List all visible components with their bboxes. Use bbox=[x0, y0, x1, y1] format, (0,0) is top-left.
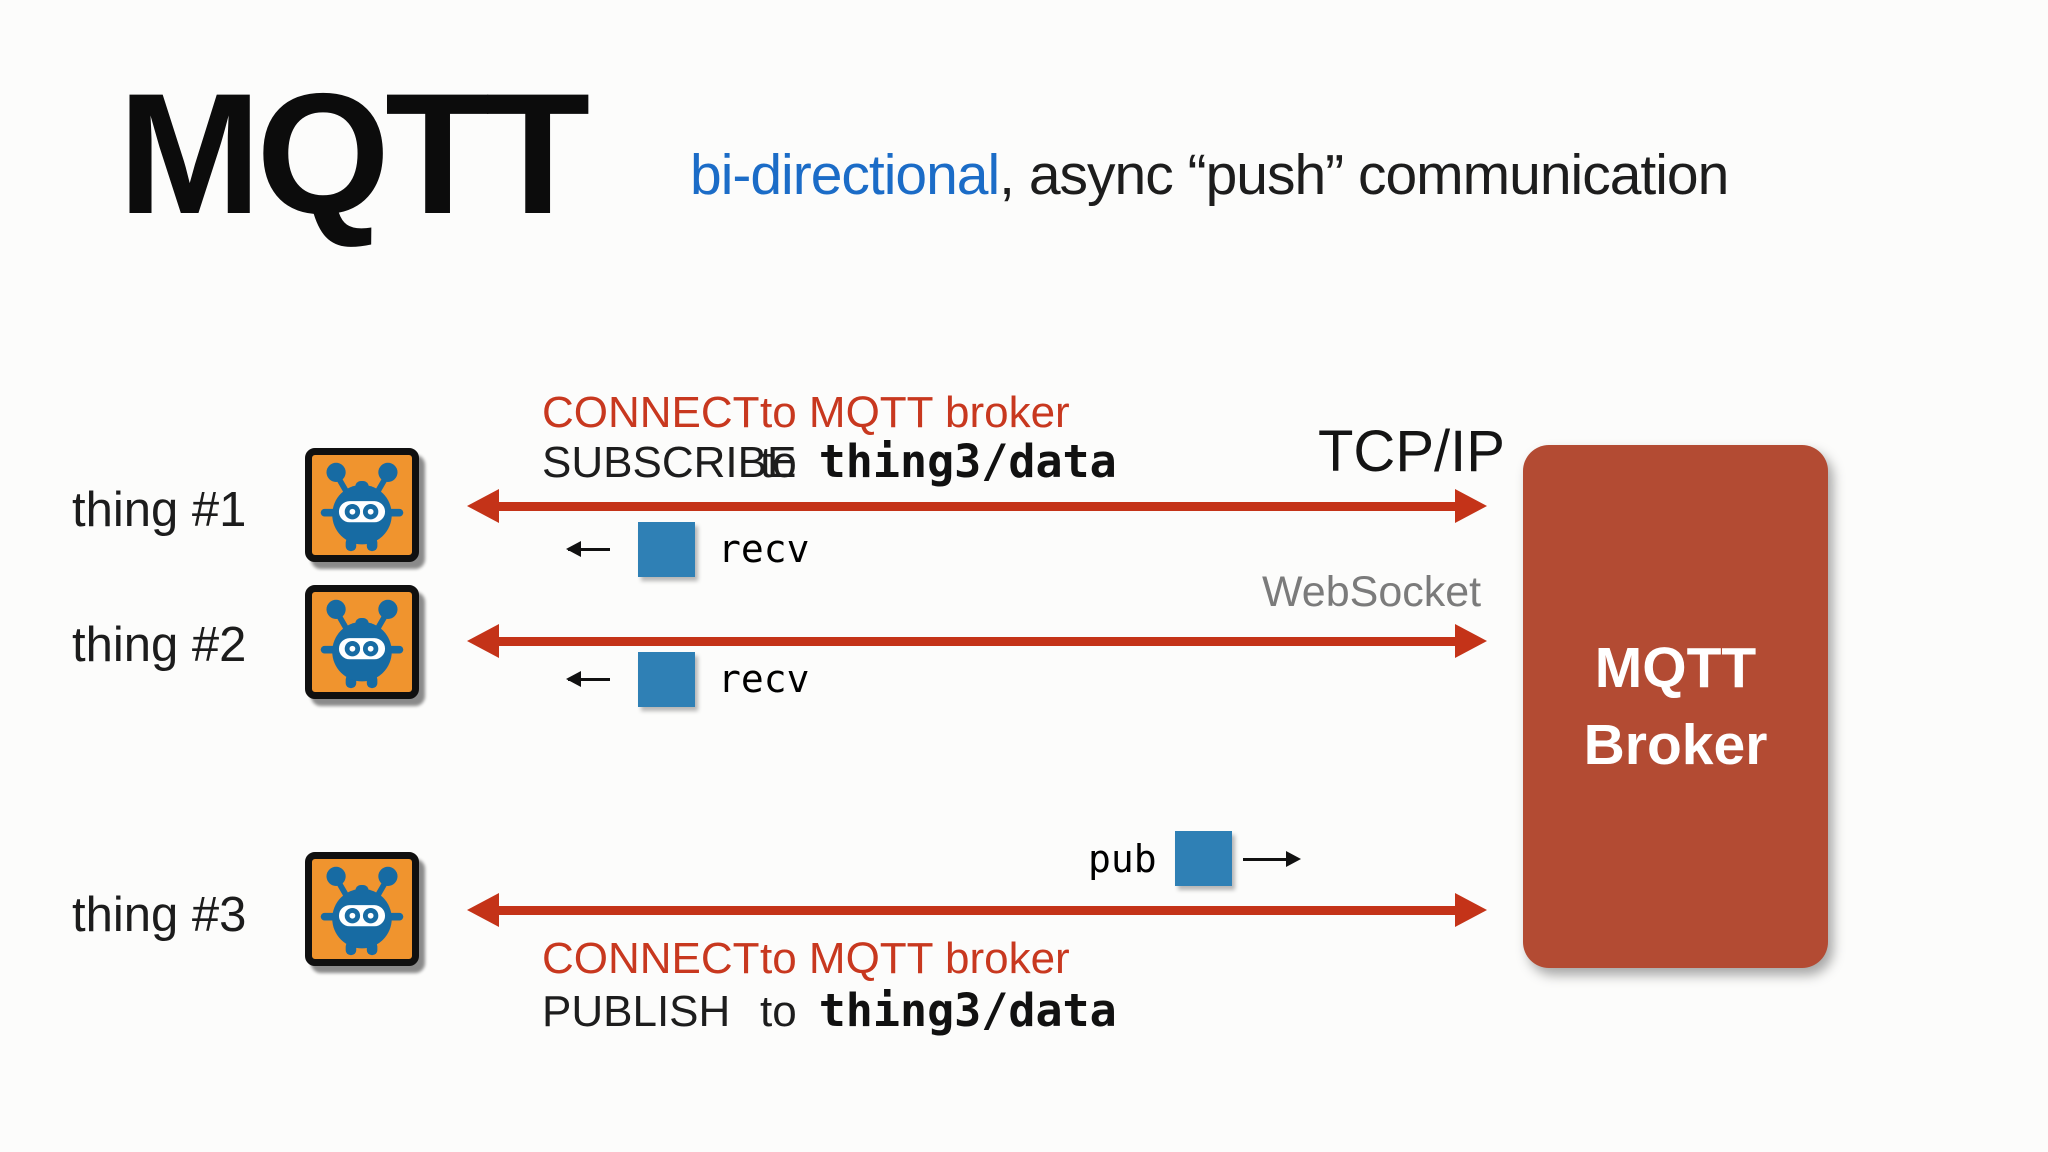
publish-flow-line2: PUBLISH to thing3/data bbox=[542, 984, 1117, 1037]
connect-target: to MQTT broker bbox=[760, 934, 1070, 983]
thing2-label: thing #2 bbox=[72, 618, 247, 672]
arrow-line bbox=[568, 677, 610, 681]
pub-arrow-icon bbox=[1243, 850, 1301, 868]
robot-icon bbox=[314, 594, 410, 690]
page-subtitle: bi-directional, async “push” communicati… bbox=[690, 142, 1729, 208]
subtitle-highlight: bi-directional bbox=[690, 143, 1000, 207]
robot-icon bbox=[305, 585, 419, 699]
subscribe-prep: to bbox=[760, 438, 797, 487]
robot-icon bbox=[305, 852, 419, 966]
mqtt-broker-box: MQTT Broker bbox=[1523, 445, 1828, 968]
page-title: MQTT bbox=[118, 58, 590, 250]
subtitle-rest: , async “push” communication bbox=[999, 143, 1729, 207]
recv-arrow-icon bbox=[566, 670, 624, 688]
robot-icon bbox=[314, 861, 410, 957]
recv-arrow-icon bbox=[566, 540, 624, 558]
arrow-shaft bbox=[493, 501, 1461, 511]
connect-verb: CONNECT bbox=[542, 388, 760, 437]
subscribe-flow-line1: CONNECTto MQTT broker bbox=[542, 388, 1070, 438]
publish-verb: PUBLISH bbox=[542, 987, 731, 1036]
pub-label: pub bbox=[1088, 837, 1157, 881]
arrowhead-right-icon bbox=[1455, 624, 1487, 658]
publish-prep: to bbox=[760, 987, 797, 1036]
bidirectional-arrow-thing3 bbox=[467, 892, 1487, 928]
publish-topic: thing3/data bbox=[818, 984, 1117, 1037]
arrowhead-right-icon bbox=[1455, 489, 1487, 523]
arrowhead-right-icon bbox=[1455, 893, 1487, 927]
robot-icon bbox=[305, 448, 419, 562]
blue-message-square bbox=[638, 652, 695, 707]
tcp-ip-label: TCP/IP bbox=[1318, 419, 1505, 484]
blue-message-square bbox=[1175, 831, 1232, 886]
thing3-label: thing #3 bbox=[72, 888, 247, 942]
websocket-label: WebSocket bbox=[1262, 568, 1482, 616]
connect-target: to MQTT broker bbox=[760, 388, 1070, 437]
subscribe-verb: SUBSCRIBE bbox=[542, 438, 797, 487]
bidirectional-arrow-thing2 bbox=[467, 623, 1487, 659]
bidirectional-arrow-thing1 bbox=[467, 488, 1487, 524]
arrow-line bbox=[1243, 857, 1287, 861]
arrowhead-icon bbox=[566, 671, 581, 687]
blue-message-square bbox=[638, 522, 695, 577]
recv-label: recv bbox=[718, 657, 810, 701]
robot-icon bbox=[314, 457, 410, 553]
recv-label: recv bbox=[718, 527, 810, 571]
arrow-line bbox=[568, 547, 610, 551]
broker-label-line2: Broker bbox=[1583, 712, 1768, 777]
publish-flow-line1: CONNECTto MQTT broker bbox=[542, 934, 1070, 984]
subscribe-flow-line2: SUBSCRIBEto thing3/data bbox=[542, 435, 1117, 488]
arrow-shaft bbox=[493, 905, 1461, 915]
arrow-shaft bbox=[493, 636, 1461, 646]
arrowhead-icon bbox=[1286, 851, 1301, 867]
arrowhead-icon bbox=[566, 541, 581, 557]
subscribe-topic: thing3/data bbox=[818, 435, 1117, 488]
broker-label-line1: MQTT bbox=[1594, 636, 1757, 701]
thing1-label: thing #1 bbox=[72, 483, 247, 537]
connect-verb: CONNECT bbox=[542, 934, 760, 983]
